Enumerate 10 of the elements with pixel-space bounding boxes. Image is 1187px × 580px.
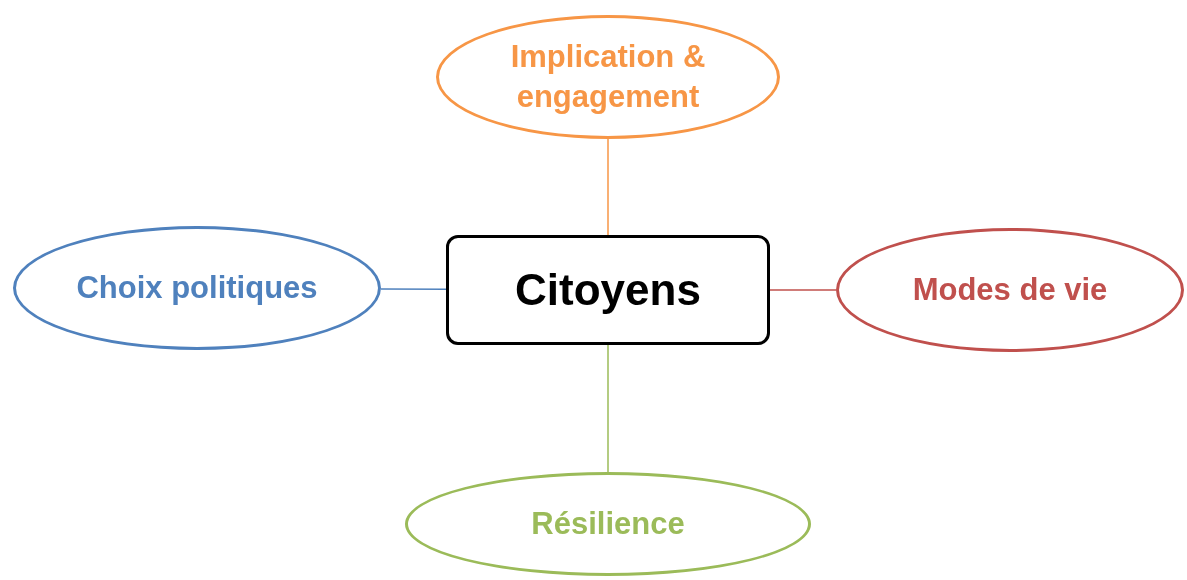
node-label: Résilience <box>531 504 685 543</box>
rounded-box <box>446 235 770 345</box>
node-label: Citoyens <box>515 264 701 317</box>
connector-line <box>380 288 447 290</box>
node-label: Modes de vie <box>912 270 1108 309</box>
connector-line <box>769 289 837 291</box>
connector-line <box>607 344 609 473</box>
connector-line <box>607 138 609 236</box>
node-label: Choix politiques <box>76 268 318 307</box>
node-label: Implication & engagement <box>509 37 707 116</box>
